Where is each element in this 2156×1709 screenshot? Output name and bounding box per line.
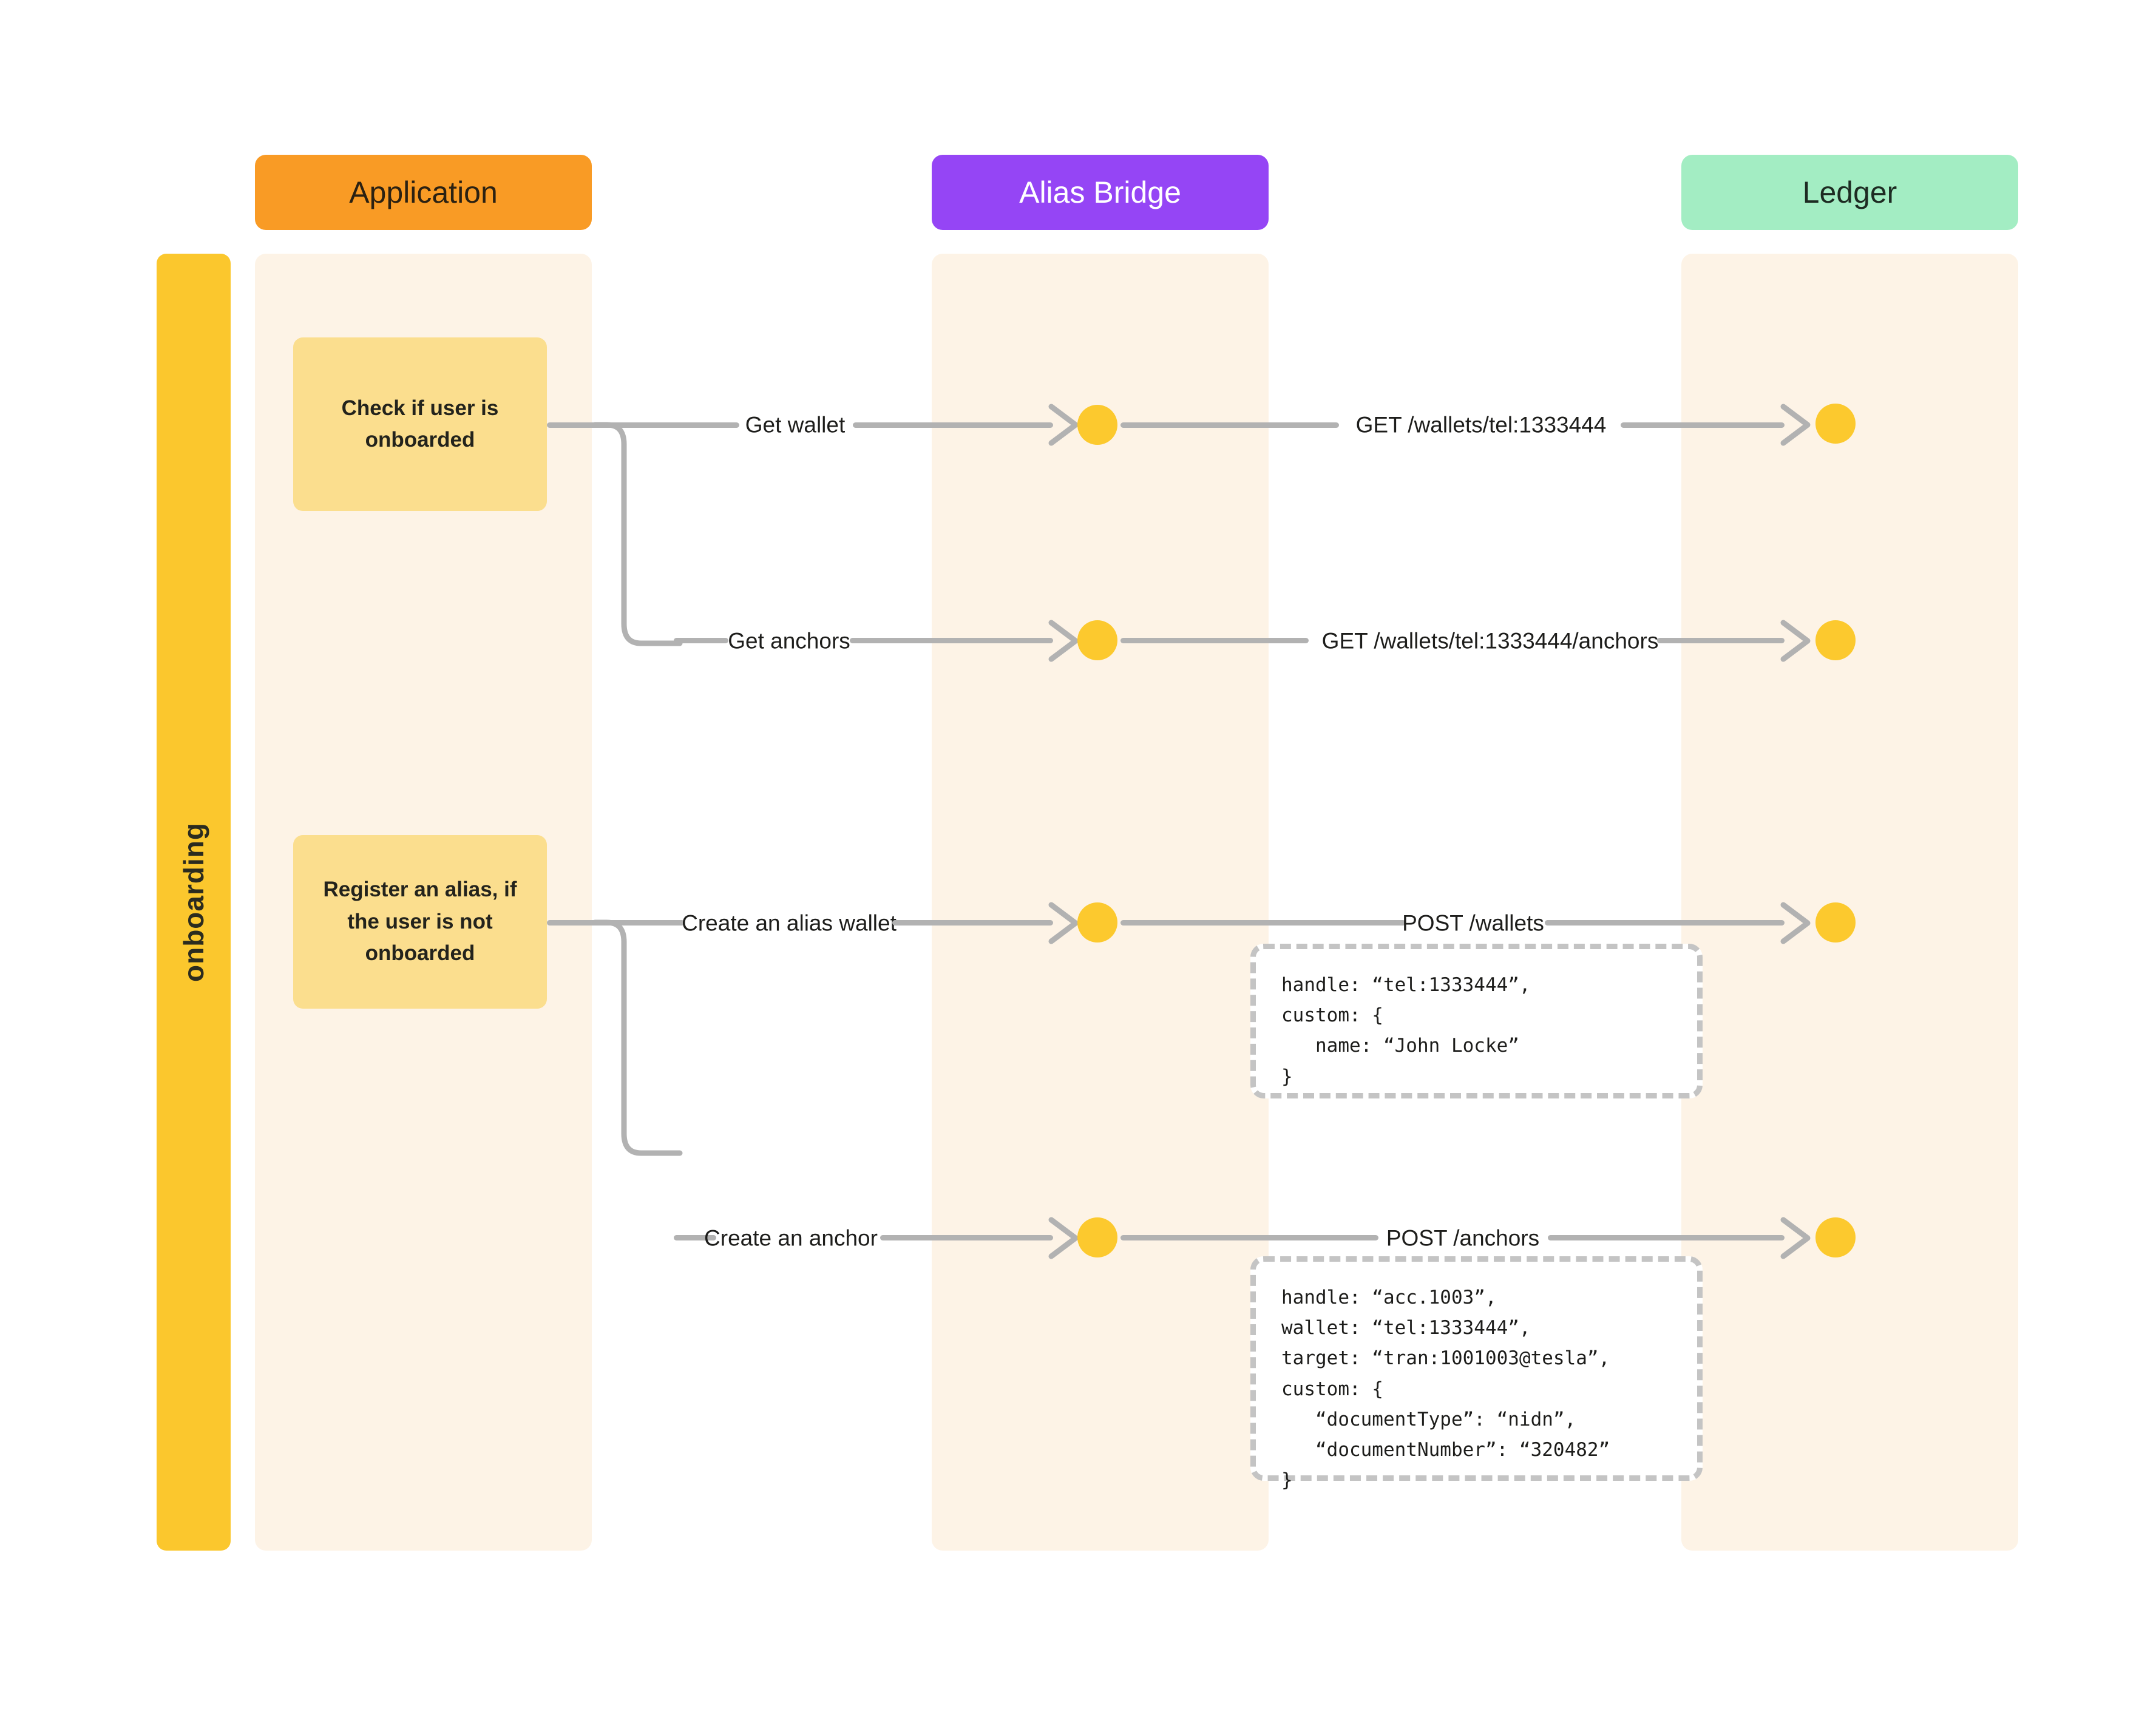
lane-band-alias-bridge xyxy=(932,254,1269,1551)
connector-row2-right-b xyxy=(1657,638,1785,643)
payload-code-anchors: handle: “acc.1003”, wallet: “tel:1333444… xyxy=(1281,1287,1610,1492)
msg-label-get-wallets-endpoint: GET /wallets/tel:1333444 xyxy=(1355,412,1607,438)
lifeline-node-ledger-row4[interactable] xyxy=(1815,1217,1856,1257)
connector-row4-left-b xyxy=(880,1235,1053,1240)
phase-bar-onboarding: onboarding xyxy=(157,254,231,1551)
note-check-user-onboarded[interactable]: Check if user is onboarded xyxy=(293,337,547,511)
msg-label-post-wallets: POST /wallets xyxy=(1402,910,1544,936)
msg-label-get-anchors: Get anchors xyxy=(728,628,850,654)
lane-header-ledger[interactable]: Ledger xyxy=(1681,155,2018,230)
msg-label-get-wallet: Get wallet xyxy=(745,412,846,438)
arrowhead-row3-bridge xyxy=(1048,902,1079,944)
connector-note2-branch xyxy=(592,919,683,1156)
arrowhead-row1-ledger xyxy=(1780,404,1811,446)
arrowhead-row4-bridge xyxy=(1048,1217,1079,1259)
lifeline-node-ledger-row3[interactable] xyxy=(1815,902,1856,942)
lifeline-node-ledger-row1[interactable] xyxy=(1815,404,1856,444)
connector-row1-left-a xyxy=(624,422,739,428)
payload-box-wallets: handle: “tel:1333444”, custom: { name: “… xyxy=(1250,944,1703,1098)
arrowhead-row2-bridge xyxy=(1048,620,1079,662)
lifeline-node-alias-bridge-row1[interactable] xyxy=(1077,405,1117,445)
lane-band-ledger xyxy=(1681,254,2018,1551)
lane-header-application[interactable]: Application xyxy=(255,155,592,230)
connector-note1-branch xyxy=(592,422,683,646)
connector-row3-left-a xyxy=(624,920,685,926)
payload-box-anchors: handle: “acc.1003”, wallet: “tel:1333444… xyxy=(1250,1256,1703,1491)
note-text: Check if user is onboarded xyxy=(341,396,499,452)
connector-row3-left-b xyxy=(892,920,1053,926)
connector-row1-right-b xyxy=(1621,422,1785,428)
lane-header-label-application: Application xyxy=(349,175,498,209)
lane-header-alias-bridge[interactable]: Alias Bridge xyxy=(932,155,1269,230)
arrowhead-row3-ledger xyxy=(1780,902,1811,944)
msg-label-get-anchors-endpoint: GET /wallets/tel:1333444/anchors xyxy=(1321,628,1659,654)
arrowhead-row2-ledger xyxy=(1780,620,1811,662)
note-text: Register an alias, if the user is not on… xyxy=(323,878,517,966)
arrowhead-row1-bridge xyxy=(1048,404,1079,446)
lifeline-node-alias-bridge-row4[interactable] xyxy=(1077,1217,1117,1257)
connector-row2-left-a xyxy=(674,638,728,643)
connector-row2-left-b xyxy=(850,638,1053,643)
connector-row3-right-a xyxy=(1120,920,1406,926)
connector-row4-right-b xyxy=(1548,1235,1785,1240)
lifeline-node-alias-bridge-row2[interactable] xyxy=(1077,620,1117,660)
lane-header-label-alias-bridge: Alias Bridge xyxy=(1019,175,1181,209)
lifeline-node-alias-bridge-row3[interactable] xyxy=(1077,902,1117,942)
connector-row1-right-a xyxy=(1120,422,1339,428)
connector-row4-left-a xyxy=(674,1235,716,1240)
arrowhead-row4-ledger xyxy=(1780,1217,1811,1259)
note-register-alias[interactable]: Register an alias, if the user is not on… xyxy=(293,835,547,1009)
lane-header-label-ledger: Ledger xyxy=(1802,175,1897,209)
phase-label: onboarding xyxy=(178,822,209,982)
msg-label-create-alias-wallet: Create an alias wallet xyxy=(682,910,897,936)
msg-label-post-anchors: POST /anchors xyxy=(1386,1225,1540,1251)
lifeline-node-ledger-row2[interactable] xyxy=(1815,620,1856,660)
msg-label-create-anchor: Create an anchor xyxy=(704,1225,878,1251)
connector-row3-right-b xyxy=(1545,920,1785,926)
payload-code-wallets: handle: “tel:1333444”, custom: { name: “… xyxy=(1281,974,1531,1088)
connector-row2-right-a xyxy=(1120,638,1309,643)
connector-row4-right-a xyxy=(1120,1235,1378,1240)
connector-row1-left-b xyxy=(853,422,1053,428)
